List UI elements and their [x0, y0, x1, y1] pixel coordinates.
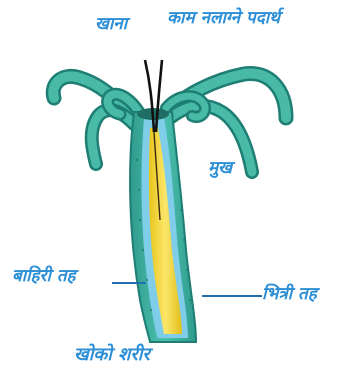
waste-label: काम नलाग्ने पदार्थ	[167, 10, 280, 27]
mouth-label: मुख	[208, 160, 232, 177]
hollow-body-label: खोको शरीर	[74, 346, 150, 364]
food-label: खाना	[95, 16, 127, 33]
hydra-body	[130, 112, 196, 342]
inner-layer-label: भित्री तह	[262, 286, 317, 303]
outer-layer-label: बाहिरी तह	[12, 268, 76, 285]
